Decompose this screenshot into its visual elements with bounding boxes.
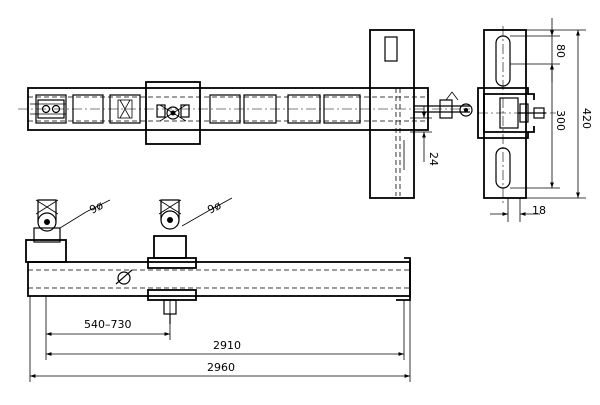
plate-slot: [384, 36, 398, 62]
hook-clip: [115, 269, 133, 285]
dim-2960-label: 2960: [207, 361, 235, 374]
dim-total-span: 2960: [30, 361, 410, 378]
left-clamp-front: 9ø: [25, 199, 111, 263]
small-clamp-top: [117, 99, 133, 119]
front-beam: [27, 261, 411, 297]
slot-upper: [495, 35, 511, 87]
diameter-right-label: 9ø: [205, 199, 223, 217]
dim-slot-spacing: 300: [510, 63, 567, 189]
dim-24-label: 24: [427, 152, 440, 166]
channel-profile: [477, 87, 546, 139]
dim-bolt-offset: 24: [410, 106, 440, 166]
end-plate-top: [369, 29, 415, 199]
dim-540-730-label: 540–730: [84, 318, 132, 331]
center-clamp-front: 9ø: [147, 197, 233, 324]
dim-slot-top: 80: [510, 18, 567, 82]
mounting-plate: [369, 29, 415, 199]
top-view: 24: [18, 29, 473, 199]
left-clamp-top: [30, 99, 66, 119]
front-view: 9ø 9ø: [25, 197, 411, 382]
tie-rod-detail: [414, 91, 473, 119]
beam-windows: [35, 94, 361, 124]
front-end-plate: [396, 257, 411, 301]
dim-adjust-range: 540–730: [46, 318, 170, 336]
dim-80-label: 80: [554, 44, 567, 58]
dim-height: 420: [526, 29, 593, 199]
dim-420-label: 420: [580, 108, 593, 129]
dim-2910-label: 2910: [213, 339, 241, 352]
center-plate: [145, 81, 201, 145]
dim-plate-thickness: 18: [490, 198, 546, 222]
center-clamp-top: [145, 81, 201, 145]
diameter-left-label: 9ø: [87, 199, 105, 217]
dim-300-label: 300: [554, 110, 567, 131]
side-view: 420 80 300 18: [477, 18, 593, 222]
dim-18-label: 18: [532, 204, 546, 217]
dim-inner-span: 2910: [46, 339, 404, 356]
